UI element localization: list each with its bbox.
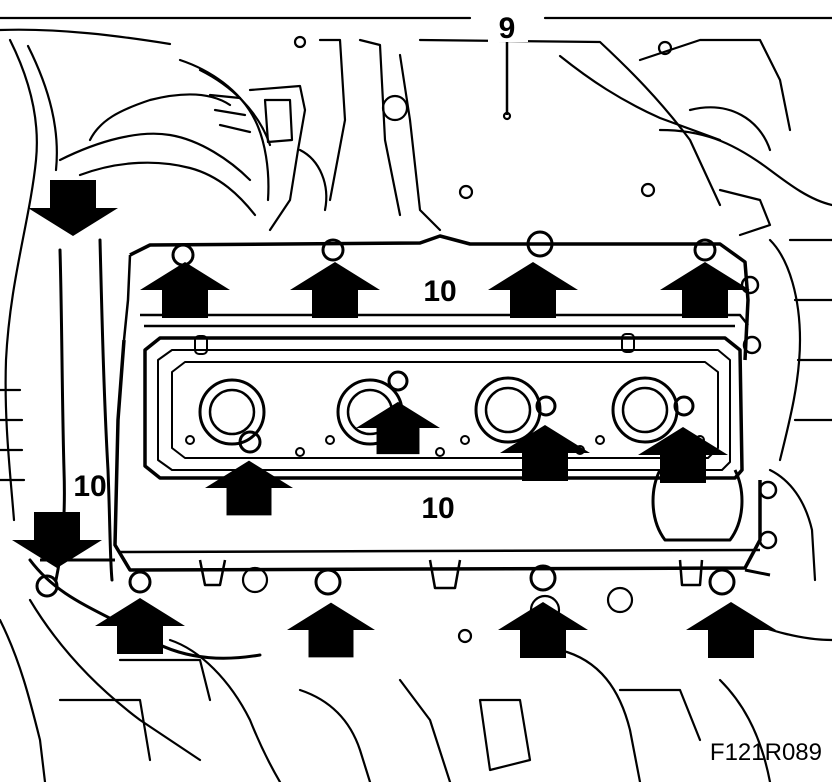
part-label-10-center: 10 (421, 492, 454, 525)
part-label-10-left: 10 (73, 470, 106, 503)
label-9-backdrop (488, 12, 528, 42)
part-label-10-top: 10 (423, 275, 456, 308)
part-label-9: 9 (499, 12, 516, 45)
figure-reference: F121R089 (710, 739, 822, 766)
